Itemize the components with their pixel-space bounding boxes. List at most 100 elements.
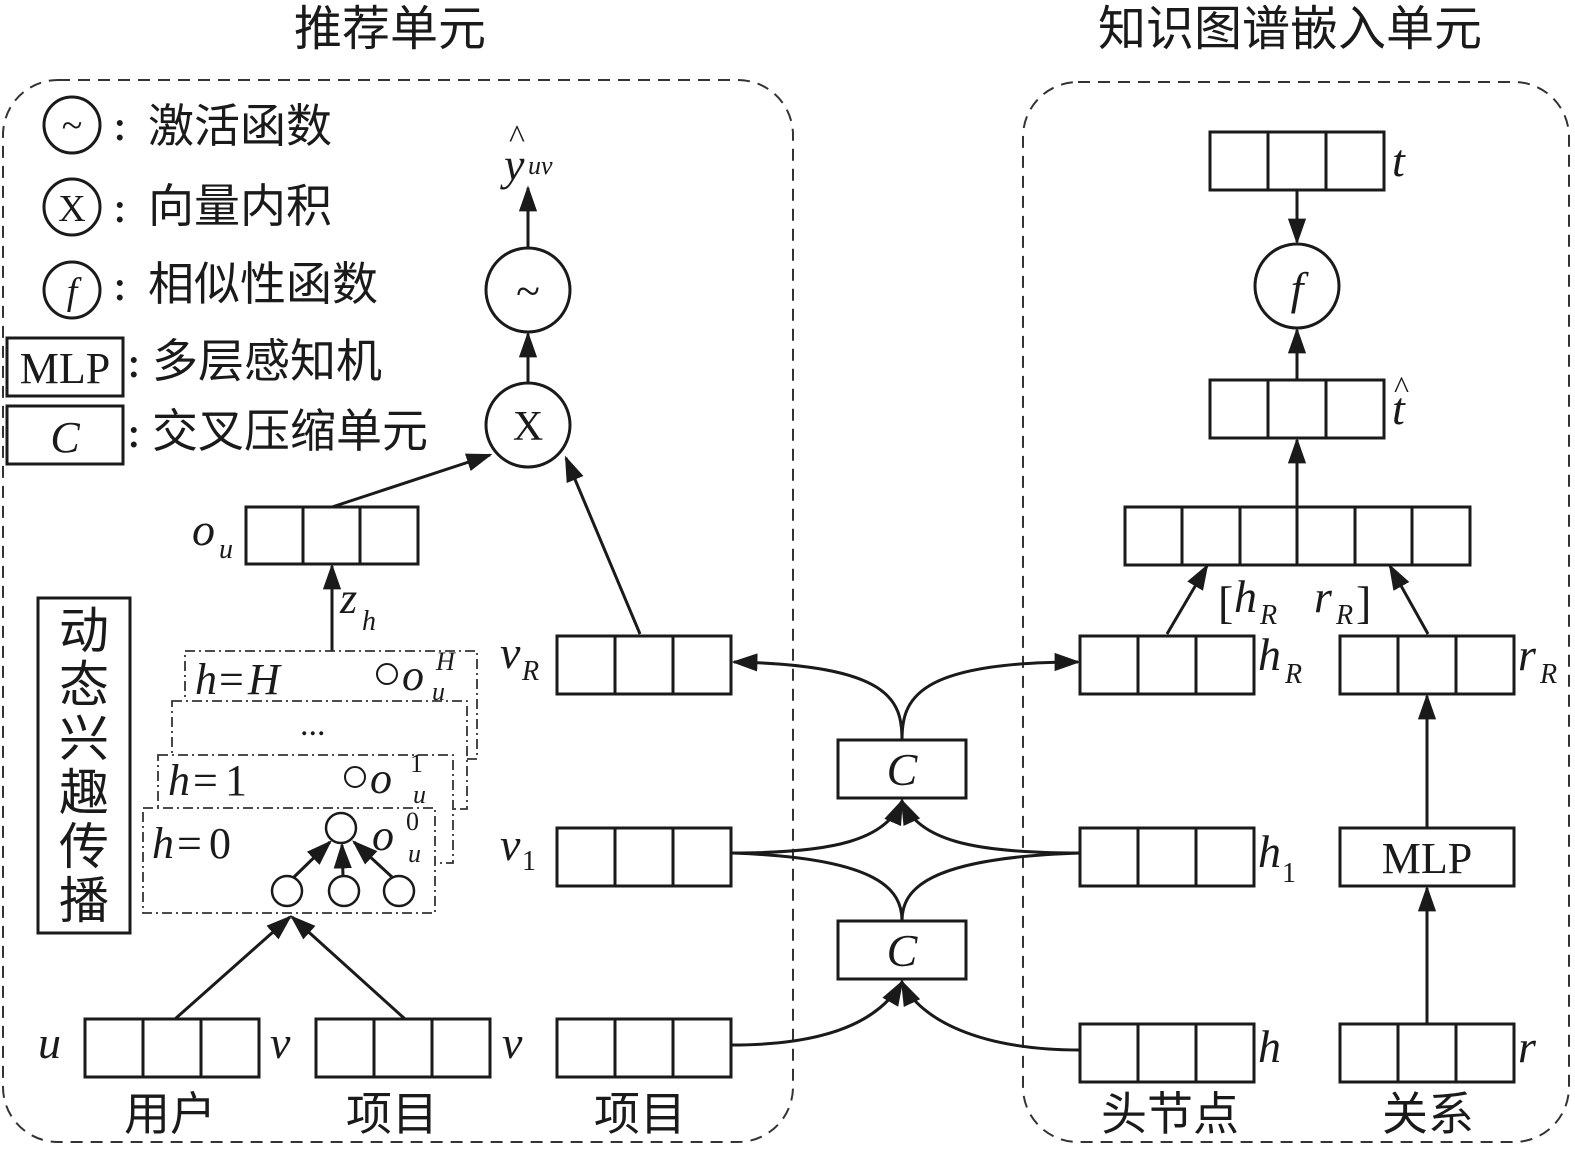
relation-vector-rR (1338, 634, 1516, 696)
vR-label-symbol: v (500, 627, 521, 678)
layer-0-num: 0 (209, 819, 231, 868)
user-embedding-vector (83, 1017, 261, 1079)
cross-compress-upper-symbol: C (887, 744, 919, 795)
similarity-legend-icon (42, 260, 102, 320)
item-to-propagation-arrow (290, 915, 407, 1021)
c-legend-symbol: C (50, 413, 80, 462)
layer-1-sub: u (413, 780, 426, 809)
item-vector-vR (555, 634, 733, 696)
recommend-unit-border (2, 79, 794, 1143)
layer-H-sub: u (432, 677, 445, 706)
item-embedding-vector-left (314, 1017, 492, 1079)
predicted-tail-vector (1208, 378, 1386, 440)
v-label-right: v (502, 1017, 523, 1068)
mlp-block-label: MLP (1382, 834, 1472, 883)
relation-embedding-vector (1338, 1022, 1516, 1084)
ou-label-symbol: o (192, 504, 215, 555)
neighbor-arrow (292, 840, 332, 879)
vR-label-subscript: R (521, 656, 539, 687)
activation-legend-colon: : (112, 97, 128, 151)
rR-to-concat-arrow (1388, 563, 1430, 635)
inner-product-legend-icon (42, 177, 102, 237)
activation-legend-icon (42, 95, 102, 155)
head-vector-h1 (1078, 826, 1256, 888)
t-hat-caret: ^ (1394, 369, 1409, 405)
c-upper-to-hR (900, 652, 1081, 741)
c-upper-to-vR (731, 653, 904, 741)
user-to-propagation-arrow (174, 915, 292, 1021)
layer-H-h: h (195, 655, 217, 704)
layer-0-o: o (372, 811, 394, 860)
concat-label-h-sub: R (1259, 600, 1277, 631)
hR-label-subscript: R (1284, 659, 1302, 690)
inner-product-node (484, 381, 572, 469)
hR-to-concat-arrow (1165, 563, 1209, 635)
ou-label-subscript: u (219, 534, 233, 565)
activation-legend-symbol: ~ (62, 105, 83, 147)
relation-caption: 关系 (1382, 1087, 1474, 1141)
y-hat-symbol: y (500, 139, 525, 190)
head-vector-hR (1078, 634, 1256, 696)
hR-label-symbol: h (1258, 629, 1281, 680)
layer-1-h: h (168, 756, 190, 805)
c-lower-to-v1 (731, 851, 904, 922)
cross-compress-unit-upper (836, 738, 968, 800)
item-embedding-vector (555, 1017, 733, 1079)
layer-0-h: h (152, 819, 174, 868)
neighbor-arrow (352, 840, 394, 879)
mlp-legend-colon: : (126, 334, 142, 388)
inner-product-node-symbol: X (513, 404, 543, 450)
layer-0-aggregate-node (324, 811, 358, 845)
concat-label-r: r (1314, 571, 1333, 622)
layer-0-neighbor-node (270, 874, 304, 908)
layer-0-eq: = (177, 819, 202, 868)
layer-H-o: o (402, 651, 424, 700)
layer-dots: ... (300, 706, 326, 743)
concat-label-lbracket: [ (1218, 577, 1233, 628)
propagation-title-char: 态 (59, 656, 109, 714)
rR-label-symbol: r (1518, 629, 1537, 680)
user-caption: 用户 (124, 1087, 216, 1141)
head-node-caption: 头节点 (1101, 1087, 1239, 1141)
y-hat-subscript: uv (528, 151, 553, 180)
c-legend-icon (5, 404, 125, 466)
item-caption-left: 项目 (346, 1087, 438, 1141)
item-caption-right: 项目 (594, 1087, 686, 1141)
layer-H-eq: = (219, 655, 244, 704)
inner-product-legend-symbol: X (58, 188, 85, 230)
rR-label-subscript: R (1539, 659, 1557, 690)
similarity-legend-label: 相似性函数 (148, 257, 378, 311)
v-label-left: v (270, 1017, 291, 1068)
similarity-legend-colon: : (112, 257, 128, 311)
h1-to-c-upper (900, 798, 1081, 855)
y-hat-caret: ^ (509, 119, 525, 156)
concat-label-rbracket: ] (1356, 577, 1371, 628)
activation-node-symbol: ~ (516, 267, 540, 316)
head-embedding-vector (1078, 1022, 1256, 1084)
t-hat-symbol: t (1392, 383, 1406, 434)
neighbor-arrow (333, 842, 352, 877)
layer-0-neighbor-node (327, 874, 361, 908)
layer-1-num: 1 (225, 756, 247, 805)
layer-1-sup: 1 (410, 749, 423, 778)
layer-H-H: H (247, 655, 282, 704)
activation-legend-label: 激活函数 (148, 99, 332, 153)
mlp-legend-label: 多层感知机 (152, 334, 382, 388)
h1-label-subscript: 1 (1282, 858, 1296, 889)
inner-product-legend-colon: : (112, 179, 128, 233)
u-label: u (38, 1017, 61, 1068)
mlp-legend-symbol: MLP (20, 344, 110, 393)
concat-label-r-sub: R (1335, 600, 1353, 631)
kg-unit-title: 知识图谱嵌入单元 (1098, 1, 1482, 57)
propagation-title-box (36, 596, 132, 935)
propagation-title-char: 动 (59, 602, 109, 660)
propagation-title-char: 兴 (59, 710, 109, 768)
concat-label-h: h (1234, 571, 1257, 622)
layer-1-o: o (370, 754, 392, 803)
item-vector-v1 (555, 826, 733, 888)
c-lower-to-h1 (900, 851, 1081, 922)
layer-0-sup: 0 (406, 807, 419, 836)
ou-to-product-arrow (331, 453, 493, 509)
